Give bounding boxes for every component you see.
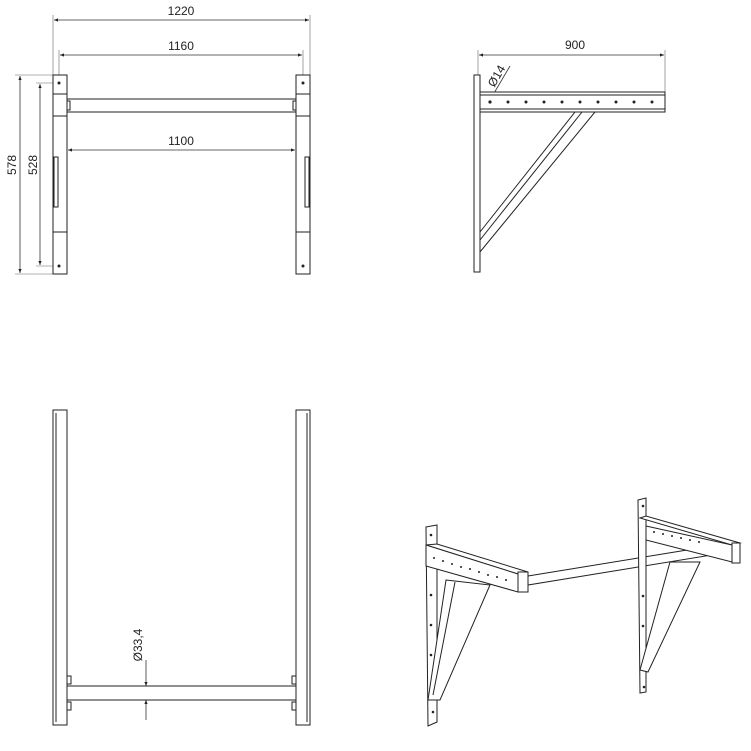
arm [479, 91, 666, 113]
iso-holes [429, 504, 700, 714]
isometric-view [425, 497, 742, 727]
arm-holes [488, 100, 654, 104]
left-post [52, 74, 68, 275]
dim-label-hole-spacing-width: 1160 [168, 39, 194, 53]
diagonal-brace [479, 111, 597, 254]
pull-up-bar [66, 98, 297, 113]
left-arm-top [52, 409, 68, 726]
dim-label-hole-diameter: Ø14 [485, 62, 509, 89]
dim-label-overall-height: 578 [5, 155, 19, 175]
dim-label-hole-spacing-height: 528 [26, 155, 40, 175]
right-arm-top [295, 409, 311, 726]
bar-top [66, 685, 297, 701]
wall-plate [473, 74, 481, 273]
dim-label-bar-diameter: Ø33,4 [131, 628, 145, 661]
side-view: 900 Ø14 [473, 38, 666, 273]
top-view: Ø33,4 [52, 409, 311, 726]
right-post [295, 74, 311, 275]
dim-label-inner-width: 1100 [168, 134, 194, 148]
dim-label-overall-width: 1220 [168, 4, 195, 18]
dim-label-arm-length: 900 [565, 38, 585, 52]
front-view: 1220 1160 1100 578 528 [5, 4, 311, 275]
